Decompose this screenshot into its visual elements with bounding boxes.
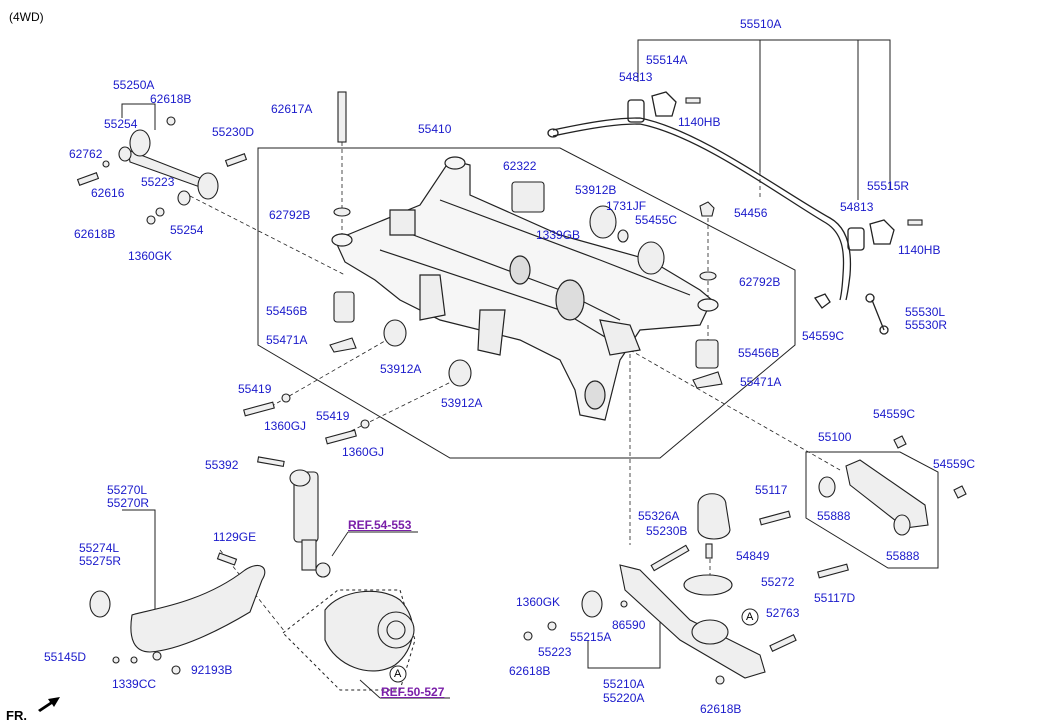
- part-label[interactable]: 62618B: [150, 92, 192, 106]
- part-label[interactable]: 1360GJ: [342, 445, 385, 459]
- part-label[interactable]: 54559C: [873, 407, 916, 421]
- part-label[interactable]: 55254: [104, 117, 138, 131]
- part-label[interactable]: 55270R: [107, 496, 150, 510]
- part-label[interactable]: 55117: [755, 483, 788, 497]
- part-label[interactable]: 55471A: [266, 333, 308, 347]
- part-label[interactable]: 54849: [736, 549, 770, 563]
- marker-a-2: A: [746, 611, 754, 623]
- part-label[interactable]: 92193B: [191, 663, 233, 677]
- part-label[interactable]: 55117D: [814, 591, 856, 605]
- part-label[interactable]: 1731JF: [606, 199, 647, 213]
- part-label[interactable]: 54813: [619, 70, 653, 84]
- part-label[interactable]: 62792B: [739, 275, 781, 289]
- part-label[interactable]: 62792B: [269, 208, 311, 222]
- part-label[interactable]: 1360GJ: [264, 419, 307, 433]
- front-direction-label: FR.: [6, 708, 27, 723]
- part-label[interactable]: 62322: [503, 159, 537, 173]
- subframe-outline: [257, 147, 796, 459]
- front-arrow-icon: [38, 697, 60, 712]
- part-label[interactable]: 62618B: [509, 664, 551, 678]
- part-label[interactable]: 55220A: [603, 691, 645, 705]
- part-label[interactable]: 62618B: [74, 227, 116, 241]
- part-label[interactable]: 55515R: [867, 179, 910, 193]
- part-label[interactable]: 55392: [205, 458, 239, 472]
- part-label[interactable]: 1360GK: [128, 249, 173, 263]
- part-label[interactable]: 62617A: [271, 102, 313, 116]
- part-label[interactable]: 55215A: [570, 630, 612, 644]
- part-label[interactable]: 62762: [69, 147, 103, 161]
- part-label[interactable]: 55100: [818, 430, 852, 444]
- part-label[interactable]: 54456: [734, 206, 768, 220]
- part-label[interactable]: 1360GK: [516, 595, 561, 609]
- part-label[interactable]: 54559C: [802, 329, 845, 343]
- part-label[interactable]: 55471A: [740, 375, 782, 389]
- marker-a-1: A: [394, 668, 402, 680]
- part-label[interactable]: 55210A: [603, 677, 645, 691]
- ref-link-54-553[interactable]: REF.54-553: [348, 518, 412, 532]
- part-label[interactable]: 54559C: [933, 457, 976, 471]
- part-label[interactable]: 55145D: [44, 650, 87, 664]
- knuckle-outline: [282, 589, 416, 691]
- part-label[interactable]: 55888: [886, 549, 920, 563]
- part-label[interactable]: 62616: [91, 186, 125, 200]
- part-label[interactable]: 55456B: [266, 304, 308, 318]
- part-label[interactable]: 55275R: [79, 554, 122, 568]
- part-label[interactable]: 55230D: [212, 125, 255, 139]
- part-label[interactable]: 55326A: [638, 509, 680, 523]
- part-label[interactable]: 55455C: [635, 213, 678, 227]
- part-label[interactable]: 55410: [418, 122, 452, 136]
- part-label[interactable]: 52763: [766, 606, 800, 620]
- part-label[interactable]: 55223: [538, 645, 572, 659]
- stabilizer-bracket: [637, 39, 891, 190]
- part-label[interactable]: 55510A: [740, 17, 782, 31]
- part-label[interactable]: 54813: [840, 200, 874, 214]
- part-label[interactable]: 55419: [316, 409, 350, 423]
- part-label[interactable]: 1129GE: [213, 530, 257, 544]
- part-label[interactable]: 55223: [141, 175, 175, 189]
- lower-arm-box: [805, 451, 939, 569]
- part-label[interactable]: 53912B: [575, 183, 617, 197]
- part-label[interactable]: 53912A: [380, 362, 422, 376]
- ref-link-50-527[interactable]: REF.50-527: [381, 685, 445, 699]
- part-label[interactable]: 53912A: [441, 396, 483, 410]
- part-label[interactable]: 55254: [170, 223, 204, 237]
- part-label[interactable]: 55274L: [79, 541, 120, 555]
- part-label[interactable]: 55530L: [905, 305, 946, 319]
- part-label[interactable]: 55419: [238, 382, 272, 396]
- part-label[interactable]: 55456B: [738, 346, 780, 360]
- diagram-title: (4WD): [9, 10, 44, 24]
- part-label[interactable]: 1140HB: [678, 115, 721, 129]
- part-label[interactable]: 1339CC: [112, 677, 157, 691]
- part-label[interactable]: 55888: [817, 509, 851, 523]
- part-label[interactable]: 55514A: [646, 53, 688, 67]
- part-label[interactable]: 1339GB: [536, 228, 581, 242]
- part-label[interactable]: 55270L: [107, 483, 148, 497]
- part-label[interactable]: 62618B: [700, 702, 742, 716]
- part-label[interactable]: 55250A: [113, 78, 155, 92]
- part-label[interactable]: 55272: [761, 575, 795, 589]
- part-label[interactable]: 55230B: [646, 524, 688, 538]
- part-label[interactable]: 86590: [612, 618, 646, 632]
- part-label[interactable]: 1140HB: [898, 243, 941, 257]
- part-label[interactable]: 55530R: [905, 318, 948, 332]
